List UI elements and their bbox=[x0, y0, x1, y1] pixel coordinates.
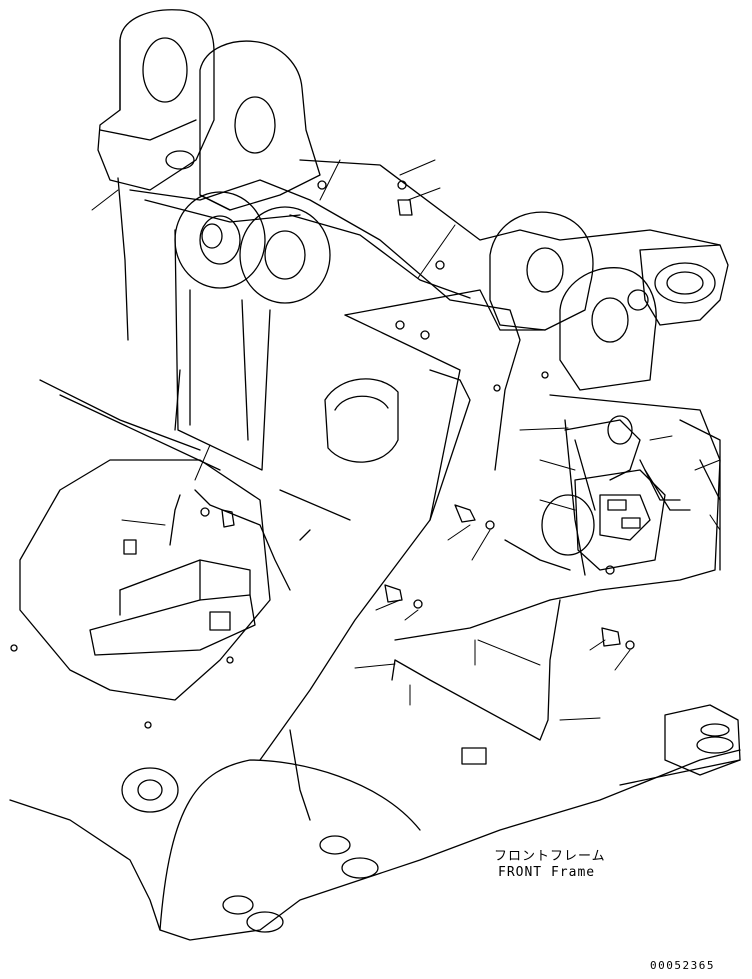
caption-english: FRONT Frame bbox=[498, 865, 596, 880]
counterweight-hitch bbox=[664, 704, 741, 776]
drawing-number: 00052365 bbox=[650, 959, 715, 972]
leader-lines bbox=[91, 159, 721, 721]
brake-tubing bbox=[117, 177, 691, 741]
side-plate-right bbox=[549, 394, 721, 601]
frame-access-hole bbox=[324, 378, 399, 463]
lower-mount-bracket bbox=[89, 559, 256, 656]
pin-boss-right bbox=[239, 206, 331, 304]
center-hinge-boss bbox=[639, 244, 729, 326]
second-lift-arm-bracket bbox=[199, 40, 321, 211]
steering-link-plates bbox=[174, 229, 271, 471]
pin-boss-left bbox=[174, 191, 266, 289]
lower-frame-floor bbox=[9, 729, 741, 941]
left-lift-arm-bracket bbox=[97, 9, 215, 191]
caption-japanese: フロントフレーム bbox=[494, 849, 606, 864]
right-cylinder-bracket bbox=[489, 211, 657, 391]
front-frame-body bbox=[39, 159, 721, 761]
valve-block bbox=[541, 469, 666, 571]
fasteners bbox=[10, 180, 635, 765]
left-platform-outline bbox=[19, 459, 271, 701]
